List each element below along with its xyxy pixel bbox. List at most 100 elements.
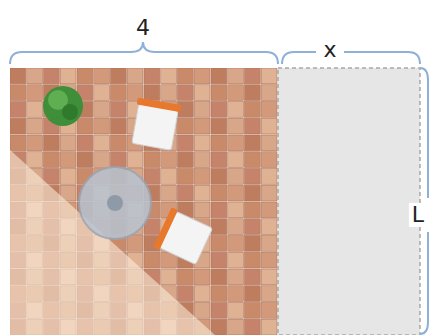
tile (228, 252, 244, 268)
tile (194, 303, 210, 319)
tile (27, 135, 43, 151)
tile (261, 169, 277, 185)
tile (245, 319, 261, 335)
tile (194, 68, 210, 84)
tile (178, 68, 194, 84)
tile (178, 269, 194, 285)
tile (245, 202, 261, 218)
tile (228, 185, 244, 201)
tile (161, 85, 177, 101)
tile (178, 118, 194, 134)
tile (161, 169, 177, 185)
tile (94, 68, 110, 84)
tile-floor (10, 68, 277, 335)
tile (44, 152, 60, 168)
table (79, 167, 151, 239)
extension-area (278, 68, 420, 335)
tile (111, 102, 127, 118)
tile (228, 202, 244, 218)
tile (245, 152, 261, 168)
tile (228, 236, 244, 252)
tile (144, 169, 160, 185)
tile (111, 85, 127, 101)
tile (211, 68, 227, 84)
tile (144, 85, 160, 101)
tile (261, 85, 277, 101)
tile (245, 236, 261, 252)
tile (228, 118, 244, 134)
tile (127, 152, 143, 168)
tile (211, 286, 227, 302)
tile (27, 102, 43, 118)
tile (261, 319, 277, 335)
tile (245, 252, 261, 268)
tile (161, 152, 177, 168)
tile (194, 269, 210, 285)
tile (245, 68, 261, 84)
tile (261, 286, 277, 302)
tile (178, 185, 194, 201)
tile (245, 102, 261, 118)
tile (228, 286, 244, 302)
tile (261, 236, 277, 252)
tile (211, 135, 227, 151)
sunlight (10, 150, 215, 335)
tile (228, 135, 244, 151)
tile (144, 152, 160, 168)
tile (178, 85, 194, 101)
tile (178, 152, 194, 168)
tile (194, 118, 210, 134)
tile (211, 303, 227, 319)
tile (211, 236, 227, 252)
tile (228, 85, 244, 101)
tile (228, 169, 244, 185)
tile (211, 202, 227, 218)
tile (228, 68, 244, 84)
tile (144, 252, 160, 268)
dimension-label: 4 (133, 16, 153, 40)
chair (153, 207, 213, 266)
plant (43, 86, 83, 126)
tile (261, 185, 277, 201)
tile (211, 219, 227, 235)
tile (144, 68, 160, 84)
tile (245, 118, 261, 134)
tile (211, 252, 227, 268)
tile (245, 269, 261, 285)
tile (211, 118, 227, 134)
tile (261, 68, 277, 84)
tile (245, 303, 261, 319)
tile (27, 152, 43, 168)
tile (60, 152, 76, 168)
tile (111, 68, 127, 84)
tile (10, 85, 26, 101)
dimension-label: x (320, 38, 339, 62)
tile (228, 152, 244, 168)
tile (228, 219, 244, 235)
tile (211, 152, 227, 168)
tile (211, 185, 227, 201)
tile (94, 135, 110, 151)
tile (261, 102, 277, 118)
tile (261, 269, 277, 285)
tile (211, 85, 227, 101)
tile (111, 152, 127, 168)
tile (245, 286, 261, 302)
tile (211, 169, 227, 185)
tile (245, 85, 261, 101)
tile (60, 135, 76, 151)
tile (194, 102, 210, 118)
tile (228, 102, 244, 118)
tile (77, 152, 93, 168)
tile (261, 303, 277, 319)
tile (94, 152, 110, 168)
tile (194, 135, 210, 151)
tile (194, 286, 210, 302)
tile (44, 135, 60, 151)
tile (10, 102, 26, 118)
tile (44, 68, 60, 84)
tile (194, 152, 210, 168)
tile (194, 85, 210, 101)
tile (44, 169, 60, 185)
